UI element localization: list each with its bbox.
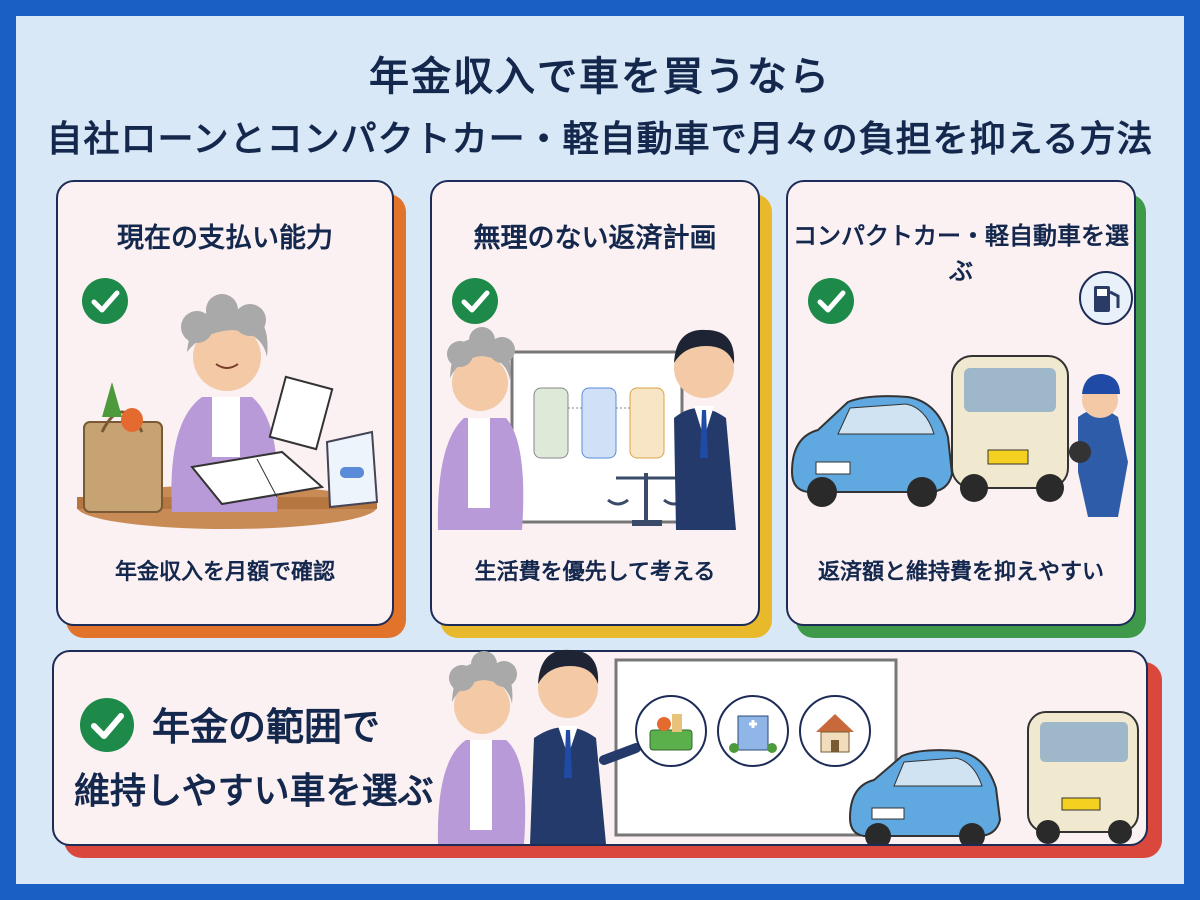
card-2-heading: 無理のない返済計画: [473, 223, 717, 254]
card-payment-ability: 現在の支払い能力 年金収入を月額で確認: [56, 180, 394, 626]
bottom-heading-line-1: 年金の範囲で: [152, 705, 381, 749]
fuel-pump-icon: [1079, 271, 1133, 325]
blue-car-and-kei-car-illustration: [848, 711, 1139, 844]
card-3-heading: コンパクトカー・軽自動車を選ぶ: [793, 222, 1129, 285]
card-1-caption: 年金収入を月額で確認: [114, 560, 335, 585]
card-choose-compact-car: コンパクトカー・軽自動車を選ぶ 返済額と維持費を抑えやすい: [786, 180, 1136, 626]
card-2-caption: 生活費を優先して考える: [474, 560, 716, 585]
compact-cars-and-mechanic-illustration: [790, 355, 1128, 517]
page-title: 年金収入で車を買うなら: [369, 54, 831, 100]
card-1-heading: 現在の支払い能力: [117, 223, 333, 254]
check-icon: [808, 278, 854, 324]
card-repayment-plan: 無理のない返済計画 生活費を優先して考える: [430, 180, 760, 626]
card-3-caption: 返済額と維持費を抑えやすい: [817, 560, 1104, 585]
consultation-plan-illustration: [437, 327, 736, 530]
page-subtitle: 自社ローンとコンパクトカー・軽自動車で月々の負担を抑える方法: [46, 119, 1154, 160]
elderly-woman-reviewing-budget-illustration: [77, 294, 379, 529]
house-icon: [799, 695, 871, 767]
grocery-basket-icon: [635, 695, 707, 767]
check-icon: [452, 278, 498, 324]
hospital-icon: [717, 695, 789, 767]
check-icon: [82, 278, 128, 324]
bottom-heading-line-2: 維持しやすい車を選ぶ: [74, 771, 434, 812]
bottom-banner: 年金の範囲で 維持しやすい車を選ぶ: [52, 649, 1148, 846]
check-icon: [80, 698, 134, 752]
